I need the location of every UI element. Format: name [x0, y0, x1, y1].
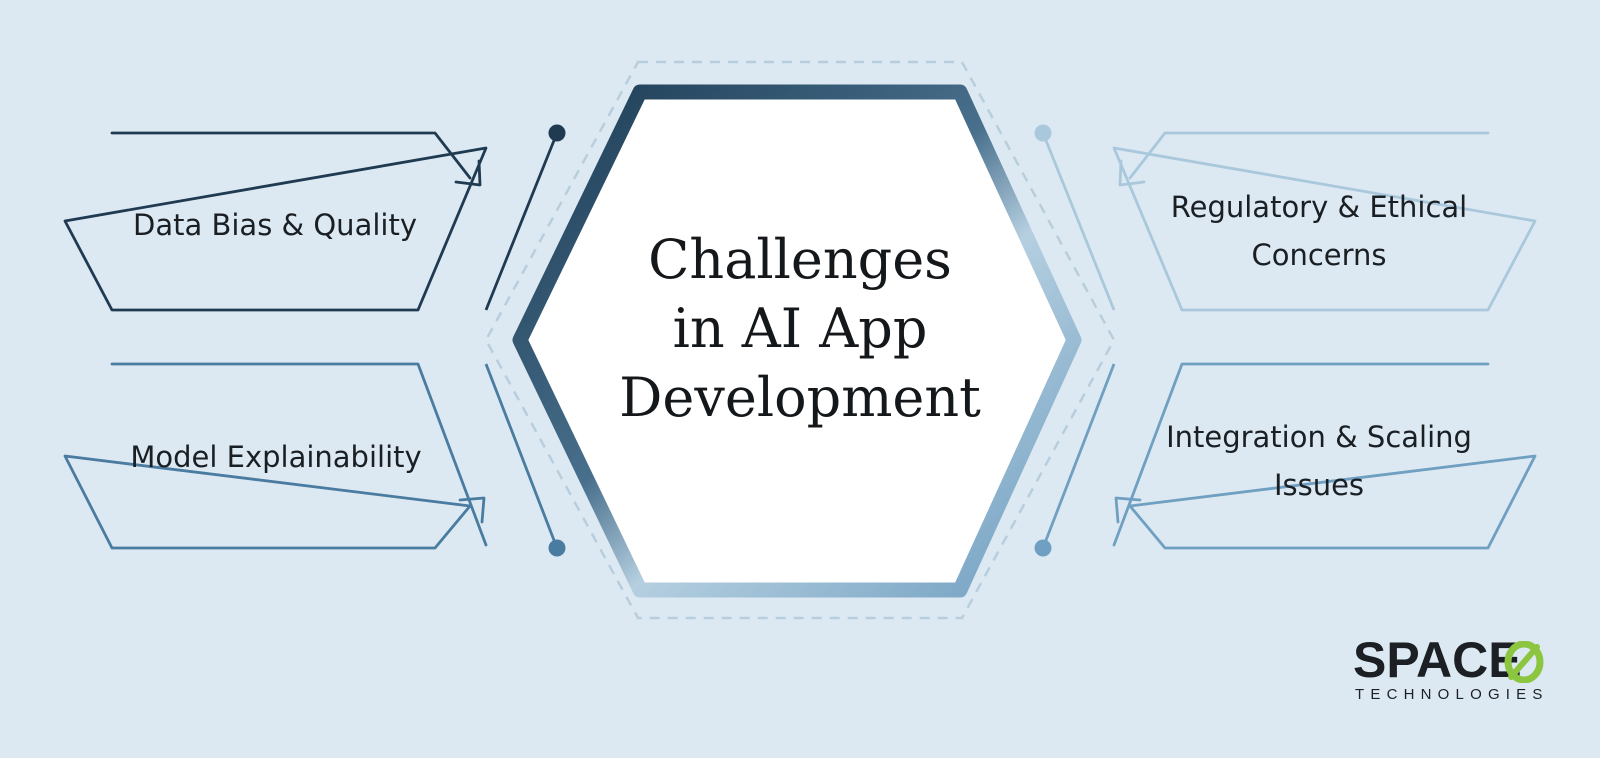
connector-dot-top-left: [548, 124, 566, 142]
space-o-logo: SPACE TECHNOLOGIES: [1353, 635, 1563, 705]
center-hexagon: [512, 84, 1082, 598]
connector-dot-bottom-right: [1034, 539, 1052, 557]
card-integration-outline: [1112, 362, 1537, 550]
arrow-down-right-icon: [454, 159, 482, 187]
connector-dot-bottom-left: [548, 539, 566, 557]
label-integration-scaling-issues: Integration & Scaling Issues: [1166, 420, 1472, 502]
center-title-line-1: Challenges: [648, 227, 952, 291]
card-regulatory-outline: [1112, 131, 1537, 312]
card-data-bias-outline: [63, 131, 488, 312]
arrow-up-right-icon: [458, 496, 486, 524]
arrow-up-left-icon: [1114, 496, 1142, 524]
center-title-line-3: Development: [619, 365, 981, 429]
label-model-explainability: Model Explainability: [130, 440, 422, 474]
logo-zero-icon: [1504, 641, 1544, 683]
outer-dashed-hexagon: [484, 60, 1116, 620]
card-model-explainability-outline: [63, 362, 488, 550]
label-regulatory-ethical-concerns: Regulatory & Ethical Concerns: [1170, 190, 1468, 272]
center-title: Challenges in AI App Development: [590, 208, 1010, 448]
connector-top-right: [1041, 132, 1116, 311]
logo-wordmark: SPACE: [1353, 632, 1522, 688]
label-data-bias-quality: Data Bias & Quality: [133, 208, 417, 242]
connector-bottom-left: [484, 363, 559, 549]
logo-subtitle: TECHNOLOGIES: [1355, 686, 1549, 703]
connector-bottom-right: [1041, 363, 1116, 549]
center-title-line-2: in AI App: [672, 296, 928, 360]
connector-top-left: [484, 132, 559, 311]
connector-dot-top-right: [1034, 124, 1052, 142]
arrow-down-left-icon: [1118, 159, 1146, 187]
